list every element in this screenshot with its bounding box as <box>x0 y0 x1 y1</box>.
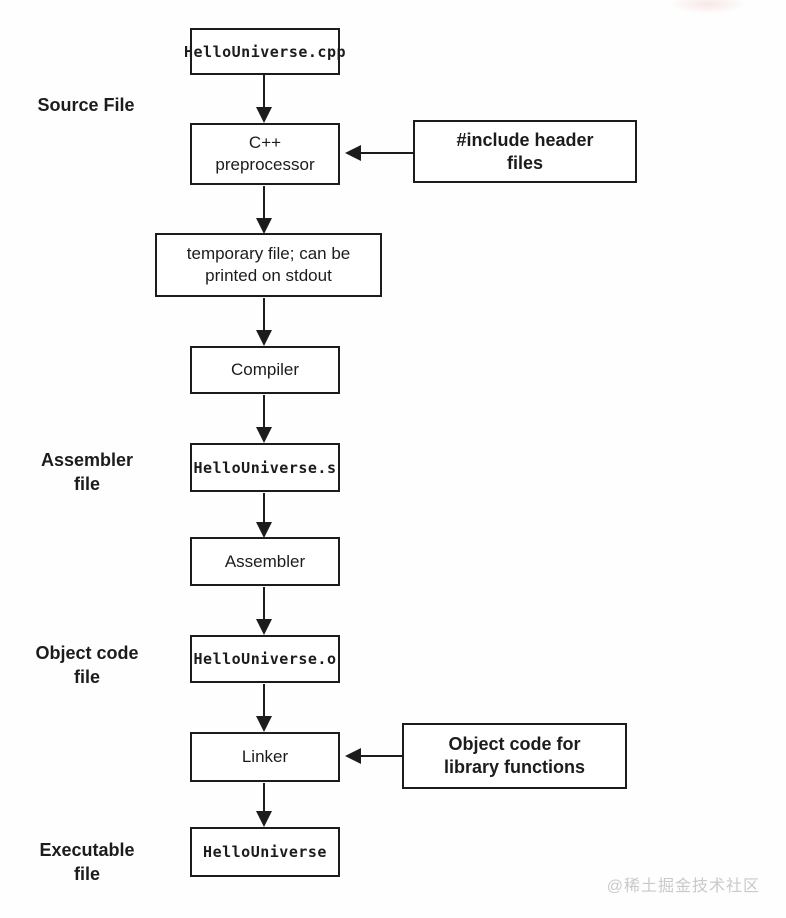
arrow-preprocessor-to-tempfile <box>256 186 272 234</box>
arrow-source-to-preprocessor <box>256 75 272 123</box>
watermark-text: @稀土掘金技术社区 <box>606 878 760 895</box>
node-label: C++ preprocessor <box>215 133 315 174</box>
node-executable: HelloUniverse <box>190 827 340 877</box>
node-label: HelloUniverse.o <box>193 650 337 668</box>
node-label: temporary file; can be printed on stdout <box>186 244 351 285</box>
node-label: Compiler <box>230 360 300 379</box>
arrow-linker-to-executable <box>256 783 272 827</box>
stage-label-text: Source File <box>37 95 135 115</box>
stage-label-source-file: Source File <box>11 93 161 117</box>
node-assembler: Assembler <box>190 537 340 586</box>
stage-label-text: Executable file <box>39 840 135 884</box>
arrow-assemblerfile-to-assembler <box>256 493 272 538</box>
arrow-assembler-to-objectfile <box>256 587 272 635</box>
corner-smudge <box>668 0 748 14</box>
arrow-compiler-to-assemblerfile <box>256 395 272 443</box>
callout-label: Object code for library functions <box>443 734 586 777</box>
node-temp-file: temporary file; can be printed on stdout <box>155 233 382 297</box>
callout-library-objects: Object code for library functions <box>402 723 627 789</box>
stage-label-executable-file: Executable file <box>12 838 162 886</box>
stage-label-assembler-file: Assembler file <box>12 448 162 496</box>
node-object-file: HelloUniverse.o <box>190 635 340 683</box>
node-label: HelloUniverse <box>203 843 327 861</box>
stage-label-text: Object code file <box>35 643 139 687</box>
stage-label-object-code-file: Object code file <box>12 641 162 689</box>
node-assembler-file: HelloUniverse.s <box>190 443 340 492</box>
arrow-objectfile-to-linker <box>256 684 272 732</box>
node-source-file: HelloUniverse.cpp <box>184 28 346 75</box>
node-label: HelloUniverse.s <box>193 458 337 477</box>
node-preprocessor: C++ preprocessor <box>190 123 340 185</box>
callout-label: #include header files <box>456 129 594 173</box>
node-compiler: Compiler <box>190 346 340 394</box>
stage-label-text: Assembler file <box>40 450 134 494</box>
node-linker: Linker <box>190 732 340 782</box>
node-label: HelloUniverse.cpp <box>183 42 347 61</box>
node-label: Assembler <box>224 551 306 571</box>
arrow-tempfile-to-compiler <box>256 298 272 346</box>
callout-include-headers: #include header files <box>413 120 637 183</box>
arrow-library-to-linker <box>345 748 402 764</box>
arrow-headers-to-preprocessor <box>345 145 413 161</box>
node-label: Linker <box>241 747 289 766</box>
